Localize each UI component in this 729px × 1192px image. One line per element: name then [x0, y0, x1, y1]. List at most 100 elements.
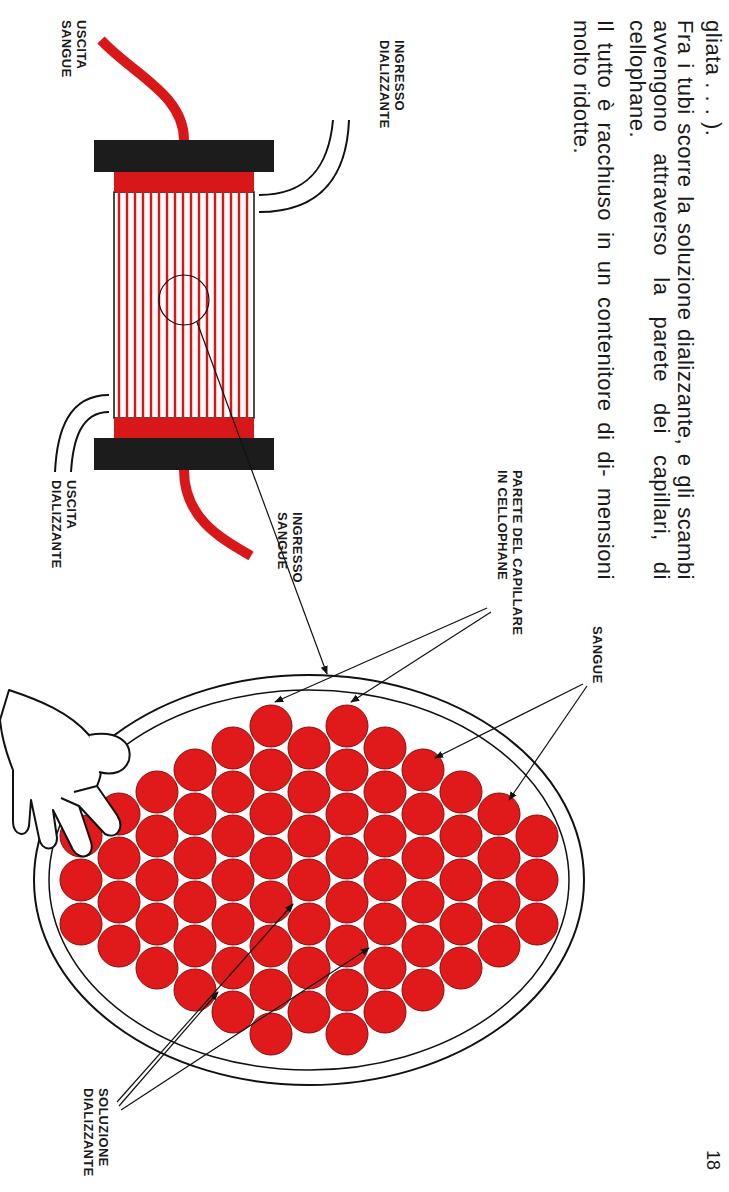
- part-label: INGRESSO DIALIZZANTE: [377, 40, 407, 129]
- capillary-section: [250, 705, 292, 747]
- housing-inner-wall: [49, 690, 569, 1070]
- capillary-line: [214, 192, 217, 418]
- capillary-section: [516, 859, 558, 901]
- capillary-bundle: [114, 192, 254, 418]
- capillary-section: [364, 815, 406, 857]
- capillary-section: [326, 837, 368, 879]
- capillary-section: [364, 903, 406, 945]
- capillary-section: [326, 969, 368, 1011]
- capillary-section: [174, 837, 216, 879]
- capillary-section: [364, 991, 406, 1033]
- capillary-section: [288, 727, 330, 769]
- zoom-circle: [159, 275, 209, 325]
- capillary-section: [326, 925, 368, 967]
- capillary-section: [174, 793, 216, 835]
- capillary-line: [246, 192, 249, 418]
- capillary-section: [98, 881, 140, 923]
- capillary-section: [288, 947, 330, 989]
- capillary-line: [206, 192, 209, 418]
- capillary-lines: [119, 192, 247, 418]
- capillary-section: [326, 749, 368, 791]
- capillary-section: [440, 815, 482, 857]
- capillary-section: [212, 771, 254, 813]
- capillary-section: [250, 881, 292, 923]
- blood-outlet-tube: [101, 40, 184, 140]
- capillary-section: [288, 903, 330, 945]
- capillary-section: [364, 771, 406, 813]
- capillary-section: [326, 793, 368, 835]
- page-number: 18: [702, 1150, 723, 1170]
- capillary-line: [238, 192, 241, 418]
- capillary-section: [402, 969, 444, 1011]
- capillary-section: [212, 727, 254, 769]
- capillary-section: [402, 881, 444, 923]
- capillary-section: [516, 815, 558, 857]
- capillary-line: [150, 192, 153, 418]
- capillary-section: [250, 969, 292, 1011]
- end-flange: [94, 438, 274, 470]
- capillary-section: [288, 815, 330, 857]
- capillary-section: [288, 771, 330, 813]
- housing-outer-wall: [34, 675, 584, 1085]
- capillary-section: [212, 815, 254, 857]
- capillary-section: [60, 903, 102, 945]
- capillary-line: [198, 192, 201, 418]
- part-label: USCITA SANGUE: [59, 20, 89, 77]
- capillary-line: [142, 192, 145, 418]
- capillary-section: [478, 837, 520, 879]
- zoom-leader: [197, 322, 327, 674]
- capillary-section: [326, 705, 368, 747]
- capillary-section: [440, 947, 482, 989]
- capillary-section: [136, 859, 178, 901]
- capillary-section: [250, 793, 292, 835]
- body-text: gliata . . . ).: [701, 20, 725, 580]
- capillary-section: [60, 859, 102, 901]
- capillary-line: [134, 192, 137, 418]
- capillary-section: [364, 727, 406, 769]
- capillary-section: [136, 771, 178, 813]
- capillary-section: [174, 881, 216, 923]
- end-flange: [94, 140, 274, 172]
- leader-lines: [117, 608, 587, 1110]
- capillary-section: [288, 859, 330, 901]
- capillary-line: [118, 192, 121, 418]
- capillary-section: [136, 815, 178, 857]
- capillary-section: [174, 749, 216, 791]
- capillary-section: [364, 859, 406, 901]
- capillary-section: [516, 903, 558, 945]
- capillary-section: [174, 969, 216, 1011]
- capillary-section: [402, 925, 444, 967]
- capillary-section: [212, 859, 254, 901]
- part-label: SOLUZIONE DIALIZZANTE: [81, 1088, 111, 1177]
- capillary-section: [478, 925, 520, 967]
- capillary-section: [478, 881, 520, 923]
- part-label: SANGUE: [590, 626, 605, 683]
- capillary-line: [182, 192, 185, 418]
- capillary-section: [250, 749, 292, 791]
- part-label: PARETE DEL CAPILLARE IN CELLOPHANE: [495, 470, 525, 640]
- capillary-section: [250, 1013, 292, 1055]
- capillary-line: [222, 192, 225, 418]
- part-label: USCITA DIALIZZANTE: [49, 480, 79, 569]
- capillary-section: [250, 837, 292, 879]
- capillary-section: [326, 881, 368, 923]
- body-text: Il tutto è racchiuso in un contenitore d…: [569, 20, 617, 580]
- blood-header: [114, 172, 254, 192]
- capillary-section: [478, 793, 520, 835]
- capillary-line: [190, 192, 193, 418]
- capillary-line: [126, 192, 129, 418]
- capillary-section: [402, 837, 444, 879]
- capillary-section: [212, 903, 254, 945]
- capillary-section: [440, 903, 482, 945]
- capillary-section: [364, 947, 406, 989]
- capillary-sections: [60, 705, 558, 1055]
- capillary-section: [440, 859, 482, 901]
- capillary-section: [98, 837, 140, 879]
- capillary-section: [98, 925, 140, 967]
- capillary-section: [212, 947, 254, 989]
- capillary-section: [326, 1013, 368, 1055]
- capillary-section: [440, 771, 482, 813]
- blood-inlet-tube: [184, 470, 251, 556]
